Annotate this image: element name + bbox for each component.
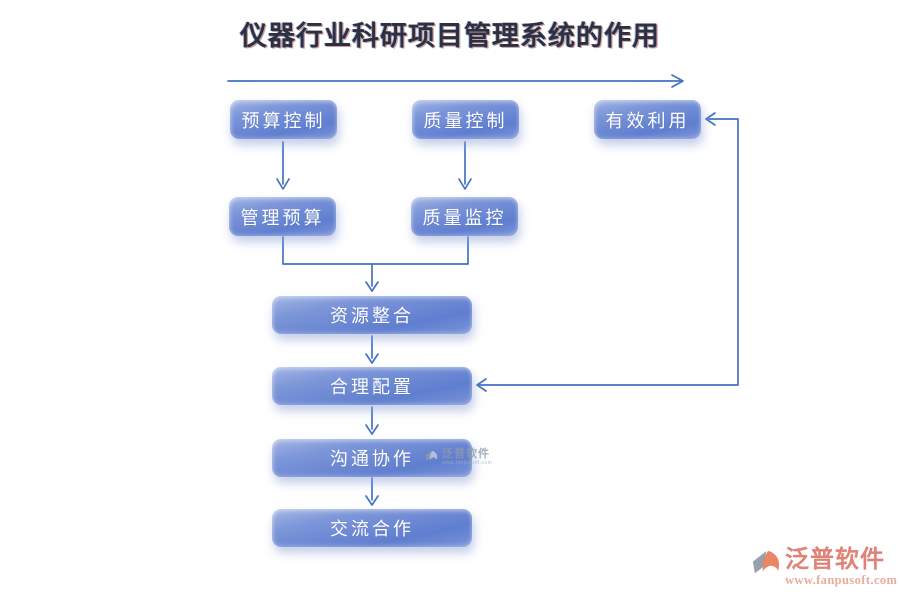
feedback-arrowhead-effective-use-icon [705,112,716,126]
footer-brand-text: 泛普软件 [785,546,885,573]
node-quality-monitor: 质量监控 [411,197,518,236]
feedback-loop-line [478,118,739,386]
footer-logo: 泛普软件 www.fanpusoft.com [750,547,897,588]
arrow-communication-to-exchange-head-icon [365,495,379,506]
arrow-budget-to-manage-head-icon [276,178,290,190]
merge-arrowhead-icon [365,281,379,292]
arrow-allocation-to-communication-head-icon [365,424,379,435]
fanpu-logo-icon [752,550,780,574]
node-budget-control: 预算控制 [230,100,337,139]
page-title: 仪器行业科研项目管理系统的作用 [240,21,660,51]
arrow-resource-to-allocation-head-icon [365,353,379,364]
node-exchange-cooperation: 交流合作 [272,509,472,547]
top-timeline-arrowhead-icon [671,74,684,88]
node-effective-use: 有效利用 [594,100,701,139]
arrow-quality-to-monitor-head-icon [458,178,472,190]
footer-url-text: www.fanpusoft.com [785,573,898,588]
node-manage-budget: 管理预算 [229,197,336,236]
merge-bracket-line [282,236,469,265]
node-resource-integration: 资源整合 [272,296,472,334]
node-quality-control: 质量控制 [412,100,519,139]
node-reasonable-allocation: 合理配置 [272,367,472,405]
node-communication-collab: 沟通协作 [272,439,472,477]
feedback-arrowhead-allocation-icon [476,378,487,392]
